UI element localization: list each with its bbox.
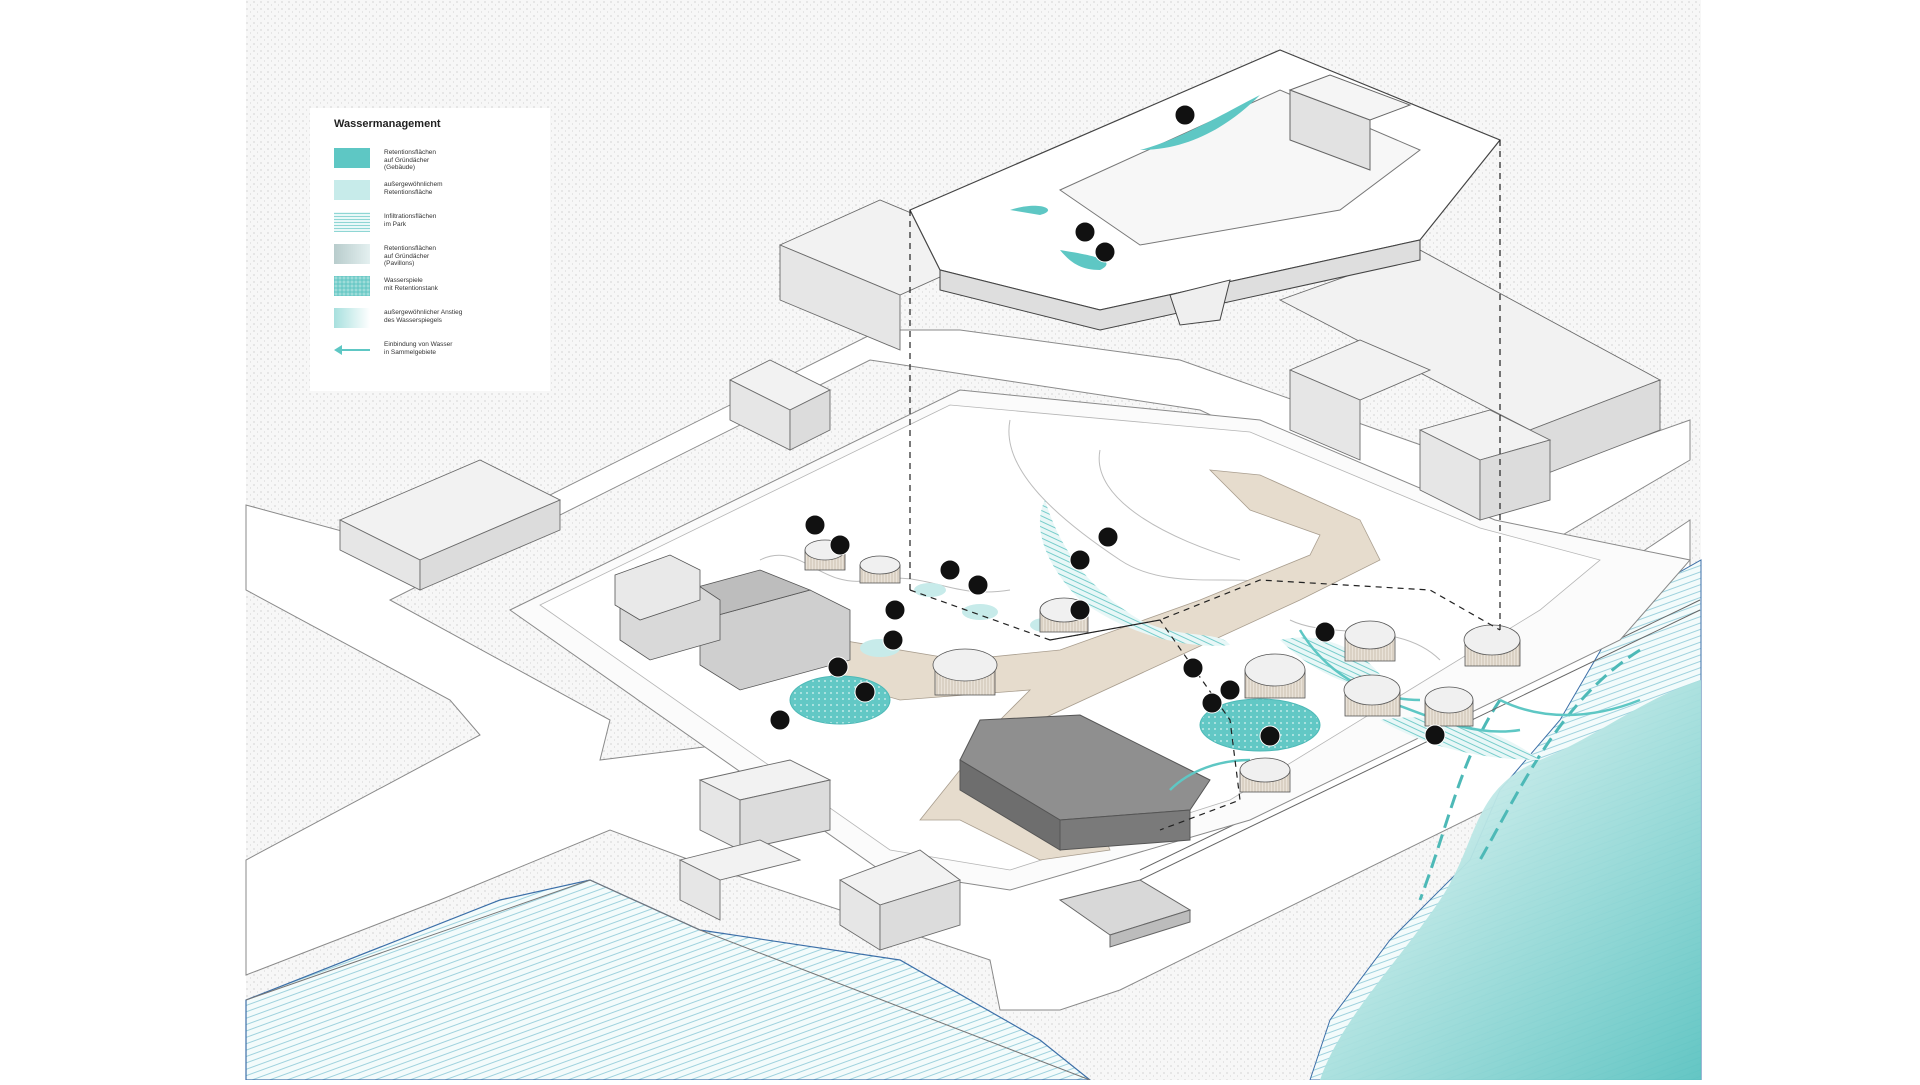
legend-item: außergewöhnlichem Retentionsfläche <box>324 180 536 212</box>
recycle-icon <box>884 599 906 621</box>
legend-swatch <box>334 276 370 296</box>
legend-label: Retentionsflächen auf Gründächer (Gebäud… <box>384 149 437 171</box>
flower-icon <box>939 559 961 581</box>
tap-icon <box>967 574 989 596</box>
rain-icon <box>1097 526 1119 548</box>
legend-title: Wassermanagement <box>334 118 441 130</box>
legend-label: außergewöhnlichem Retentionsfläche <box>384 181 443 196</box>
exploded-roof <box>909 49 1501 331</box>
tap-icon <box>1069 549 1091 571</box>
recycle-icon <box>1219 679 1241 701</box>
projection-lines <box>909 140 1501 831</box>
legend-label: Retentionsflächen auf Gründächer (Pavill… <box>384 245 437 267</box>
tap-icon <box>1201 692 1223 714</box>
house-flood-icon <box>1182 657 1204 679</box>
legend-swatch <box>334 308 370 328</box>
legend-swatch <box>334 244 370 264</box>
fountain-icon <box>1259 725 1281 747</box>
tap-icon <box>804 514 826 536</box>
thermometer-icon <box>769 709 791 731</box>
tap-icon <box>1074 221 1096 243</box>
legend-swatch <box>334 212 370 232</box>
legend-swatch <box>334 148 370 168</box>
legend-label: Infiltrationsflächen im Park <box>384 213 437 228</box>
rain-icon <box>1174 104 1196 126</box>
flower-icon <box>829 534 851 556</box>
rain-icon <box>827 656 849 678</box>
context-buildings <box>338 199 1662 951</box>
legend-label: Einbindung von Wasser in Sammelgebiete <box>384 341 453 356</box>
thermometer-icon <box>1069 599 1091 621</box>
legend-label: Wasserspiele mit Retentionstank <box>384 277 438 292</box>
arrow-icon <box>334 340 370 360</box>
fountain-icon <box>854 681 876 703</box>
recycle-icon <box>1094 241 1116 263</box>
hall-building <box>959 714 1211 851</box>
legend-item: Einbindung von Wasser in Sammelgebiete <box>324 340 536 372</box>
house-flood-icon <box>1424 724 1446 746</box>
legend-swatch <box>334 180 370 200</box>
recycle-icon <box>882 629 904 651</box>
historic-buildings <box>614 554 851 691</box>
water-symbols <box>769 104 1446 747</box>
legend-item: Wasserspiele mit Retentionstank <box>324 276 536 308</box>
legend-item: Infiltrationsflächen im Park <box>324 212 536 244</box>
quay-edge <box>245 879 1091 1081</box>
house-flood-icon <box>1314 621 1336 643</box>
legend: Wassermanagement Retentionsflächen auf G… <box>310 108 550 391</box>
legend-item: Retentionsflächen auf Gründächer (Pavill… <box>324 244 536 276</box>
legend-item: Retentionsflächen auf Gründächer (Gebäud… <box>324 148 536 180</box>
legend-item: außergewöhnlicher Anstieg des Wasserspie… <box>324 308 536 340</box>
legend-label: außergewöhnlicher Anstieg des Wasserspie… <box>384 309 463 324</box>
